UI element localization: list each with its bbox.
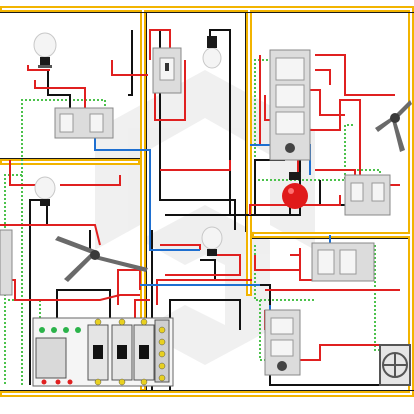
switch-board-top-middle (152, 47, 182, 94)
ceiling-fan-right (375, 100, 412, 152)
bulb-top-left (33, 32, 57, 68)
switch-board-bottom-right (311, 242, 375, 282)
switch-board-left-edge (0, 229, 13, 296)
distribution-board (32, 317, 174, 387)
switch-board-top-left (54, 107, 114, 139)
ceiling-fan-left (55, 236, 148, 282)
exhaust-fan (379, 344, 411, 386)
bulb-top-middle (202, 36, 222, 69)
switch-board-right-middle (344, 174, 391, 216)
red-bulb (282, 172, 308, 209)
bulb-left-lower (34, 176, 56, 206)
bulb-center-lower (201, 226, 223, 256)
switch-board-top-right (269, 49, 311, 161)
switch-board-bottom-center (264, 309, 301, 376)
